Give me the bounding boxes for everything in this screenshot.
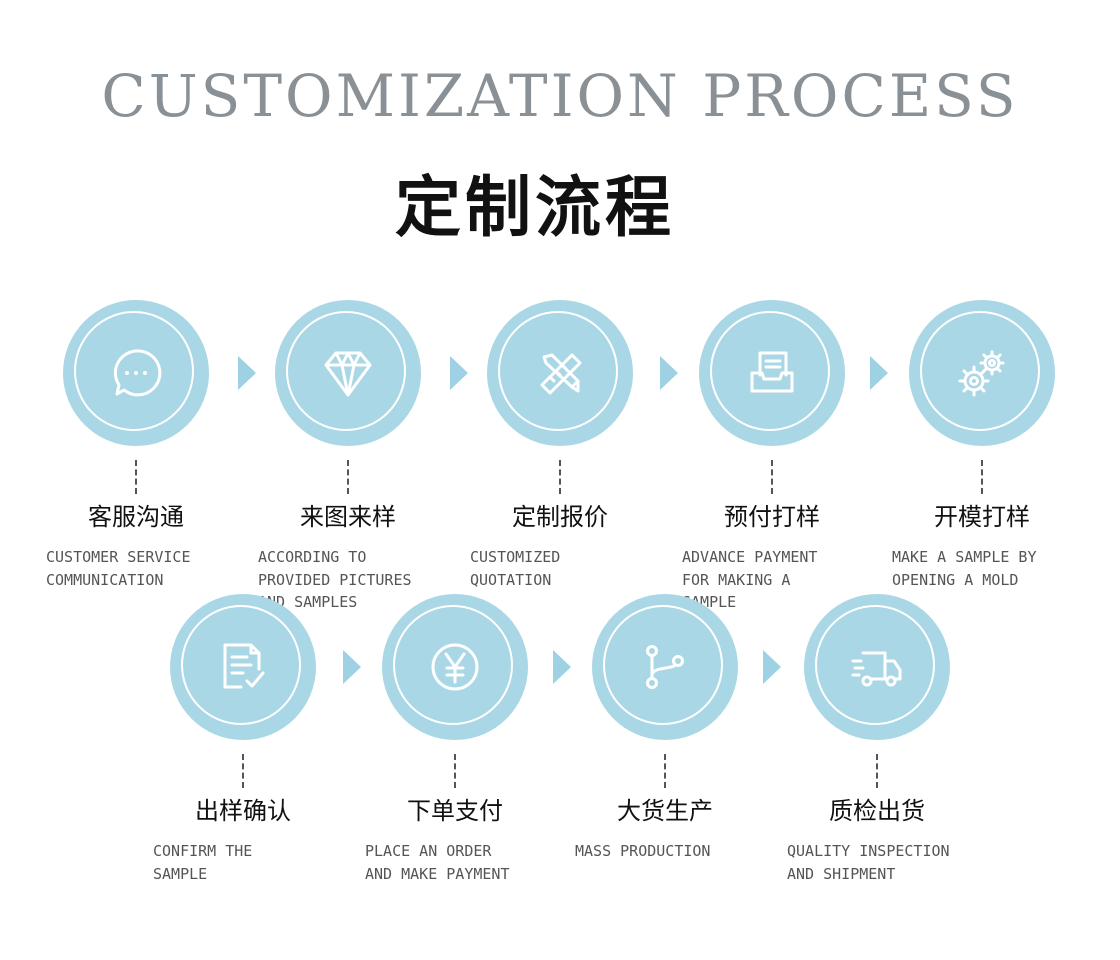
step-circle — [275, 300, 421, 446]
step-label-en: PLACE AN ORDER AND MAKE PAYMENT — [365, 842, 510, 883]
ruler-pencil-icon — [532, 345, 588, 401]
step-circle — [909, 300, 1055, 446]
dashed-connector — [876, 754, 878, 788]
chat-bubble-icon — [108, 345, 164, 401]
dashed-connector — [981, 460, 983, 494]
step-circle — [804, 594, 950, 740]
step-circle — [487, 300, 633, 446]
dashed-connector — [242, 754, 244, 788]
yen-coin-icon — [427, 639, 483, 695]
step-customized-quotation: 定制报价 CUSTOMIZED QUOTATION — [460, 300, 660, 600]
step-quality-inspection: 质检出货 QUALITY INSPECTION AND SHIPMENT — [777, 594, 977, 894]
step-customer-service: 客服沟通 CUSTOMER SERVICE COMMUNICATION — [36, 300, 236, 600]
step-circle — [170, 594, 316, 740]
step-label-cn: 质检出货 — [829, 797, 925, 825]
arrow-right-icon — [343, 650, 361, 684]
document-tray-icon — [744, 345, 800, 401]
gears-icon — [954, 345, 1010, 401]
step-label-cn: 客服沟通 — [88, 503, 184, 531]
step-advance-payment: 预付打样 ADVANCE PAYMENT FOR MAKING A SAMPLE — [672, 300, 872, 611]
step-label-en: CUSTOMER SERVICE COMMUNICATION — [46, 548, 191, 589]
document-check-icon — [215, 639, 271, 695]
step-place-order: 下单支付 PLACE AN ORDER AND MAKE PAYMENT — [355, 594, 555, 894]
step-circle — [382, 594, 528, 740]
step-label-cn: 下单支付 — [407, 797, 503, 825]
step-label-cn: 预付打样 — [724, 503, 820, 531]
step-confirm-sample: 出样确认 CONFIRM THE SAMPLE — [143, 594, 343, 894]
dashed-connector — [559, 460, 561, 494]
step-label-cn: 来图来样 — [300, 503, 396, 531]
step-circle — [63, 300, 209, 446]
step-open-mold: 开模打样 MAKE A SAMPLE BY OPENING A MOLD — [882, 300, 1082, 600]
step-mass-production: 大货生产 MASS PRODUCTION — [565, 594, 765, 894]
dashed-connector — [771, 460, 773, 494]
step-circle — [699, 300, 845, 446]
dashed-connector — [664, 754, 666, 788]
step-circle — [592, 594, 738, 740]
step-label-en: QUALITY INSPECTION AND SHIPMENT — [787, 842, 950, 883]
arrow-right-icon — [450, 356, 468, 390]
page-title-english: CUSTOMIZATION PROCESS — [101, 62, 1019, 130]
delivery-truck-icon — [849, 639, 905, 695]
step-provided-samples: 来图来样 ACCORDING TO PROVIDED PICTURES AND … — [248, 300, 448, 611]
step-label-en: MASS PRODUCTION — [575, 842, 711, 860]
dashed-connector — [454, 754, 456, 788]
dashed-connector — [347, 460, 349, 494]
page-title-chinese: 定制流程 — [395, 169, 675, 246]
diamond-icon — [320, 345, 376, 401]
step-label-cn: 定制报价 — [512, 503, 608, 531]
dashed-connector — [135, 460, 137, 494]
branch-flow-icon — [637, 639, 693, 695]
arrow-right-icon — [553, 650, 571, 684]
step-label-en: CONFIRM THE SAMPLE — [153, 842, 253, 883]
arrow-right-icon — [763, 650, 781, 684]
arrow-right-icon — [870, 356, 888, 390]
step-label-cn: 开模打样 — [934, 503, 1030, 531]
arrow-right-icon — [660, 356, 678, 390]
step-label-cn: 出样确认 — [195, 797, 291, 825]
step-label-cn: 大货生产 — [617, 797, 713, 825]
step-label-en: MAKE A SAMPLE BY OPENING A MOLD — [892, 548, 1037, 589]
step-label-en: ACCORDING TO PROVIDED PICTURES AND SAMPL… — [258, 548, 412, 611]
step-label-en: CUSTOMIZED QUOTATION — [470, 548, 561, 589]
arrow-right-icon — [238, 356, 256, 390]
